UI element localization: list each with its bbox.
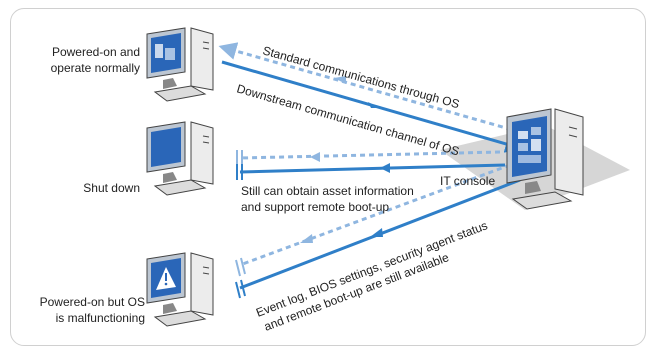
downstream-arrow-head-mid [368, 102, 380, 108]
shutdown-solid-head [380, 163, 390, 173]
malfunction-dashed-head [300, 234, 313, 243]
shutdown-channel-line1: Still can obtain asset information [241, 184, 414, 198]
computer-icon [146, 121, 214, 196]
standard-comm-arrow [218, 42, 521, 134]
pc-tower [190, 27, 214, 91]
malfunction-bar [235, 257, 246, 277]
it-console-icon [506, 108, 584, 210]
malfunction-line2: is malfunctioning [55, 311, 145, 325]
computer-icon [146, 27, 214, 102]
powered-on-normal-label: Powered-on and operate normally [20, 44, 140, 76]
shutdown-dashed-arrow [239, 150, 501, 160]
it-console-label: IT console [440, 174, 496, 188]
warning-icon [156, 267, 176, 290]
standard-arrow-head-mid [334, 76, 346, 84]
powered-on-normal-line1: Powered-on and [51, 45, 140, 59]
malfunction-solid-bar [235, 279, 246, 299]
shutdown-bar [236, 150, 243, 166]
malfunction-dashed-arrow [239, 163, 511, 267]
shutdown-channel-line2: and support remote boot-up [241, 200, 390, 214]
malfunction-label: Powered-on but OS is malfunctioning [20, 294, 145, 326]
powered-on-normal-line2: operate normally [50, 61, 140, 75]
malfunction-solid-head [370, 228, 383, 237]
shutdown-dashed-head [310, 152, 320, 162]
shutdown-channel-label: Still can obtain asset information and s… [241, 183, 471, 215]
computer-icon [146, 252, 214, 327]
shut-down-label: Shut down [83, 181, 140, 195]
shutdown-solid-bar [236, 164, 243, 180]
malfunction-line1: Powered-on but OS [39, 295, 145, 309]
shutdown-solid-arrow [239, 163, 506, 174]
pc-keyboard [153, 85, 207, 102]
